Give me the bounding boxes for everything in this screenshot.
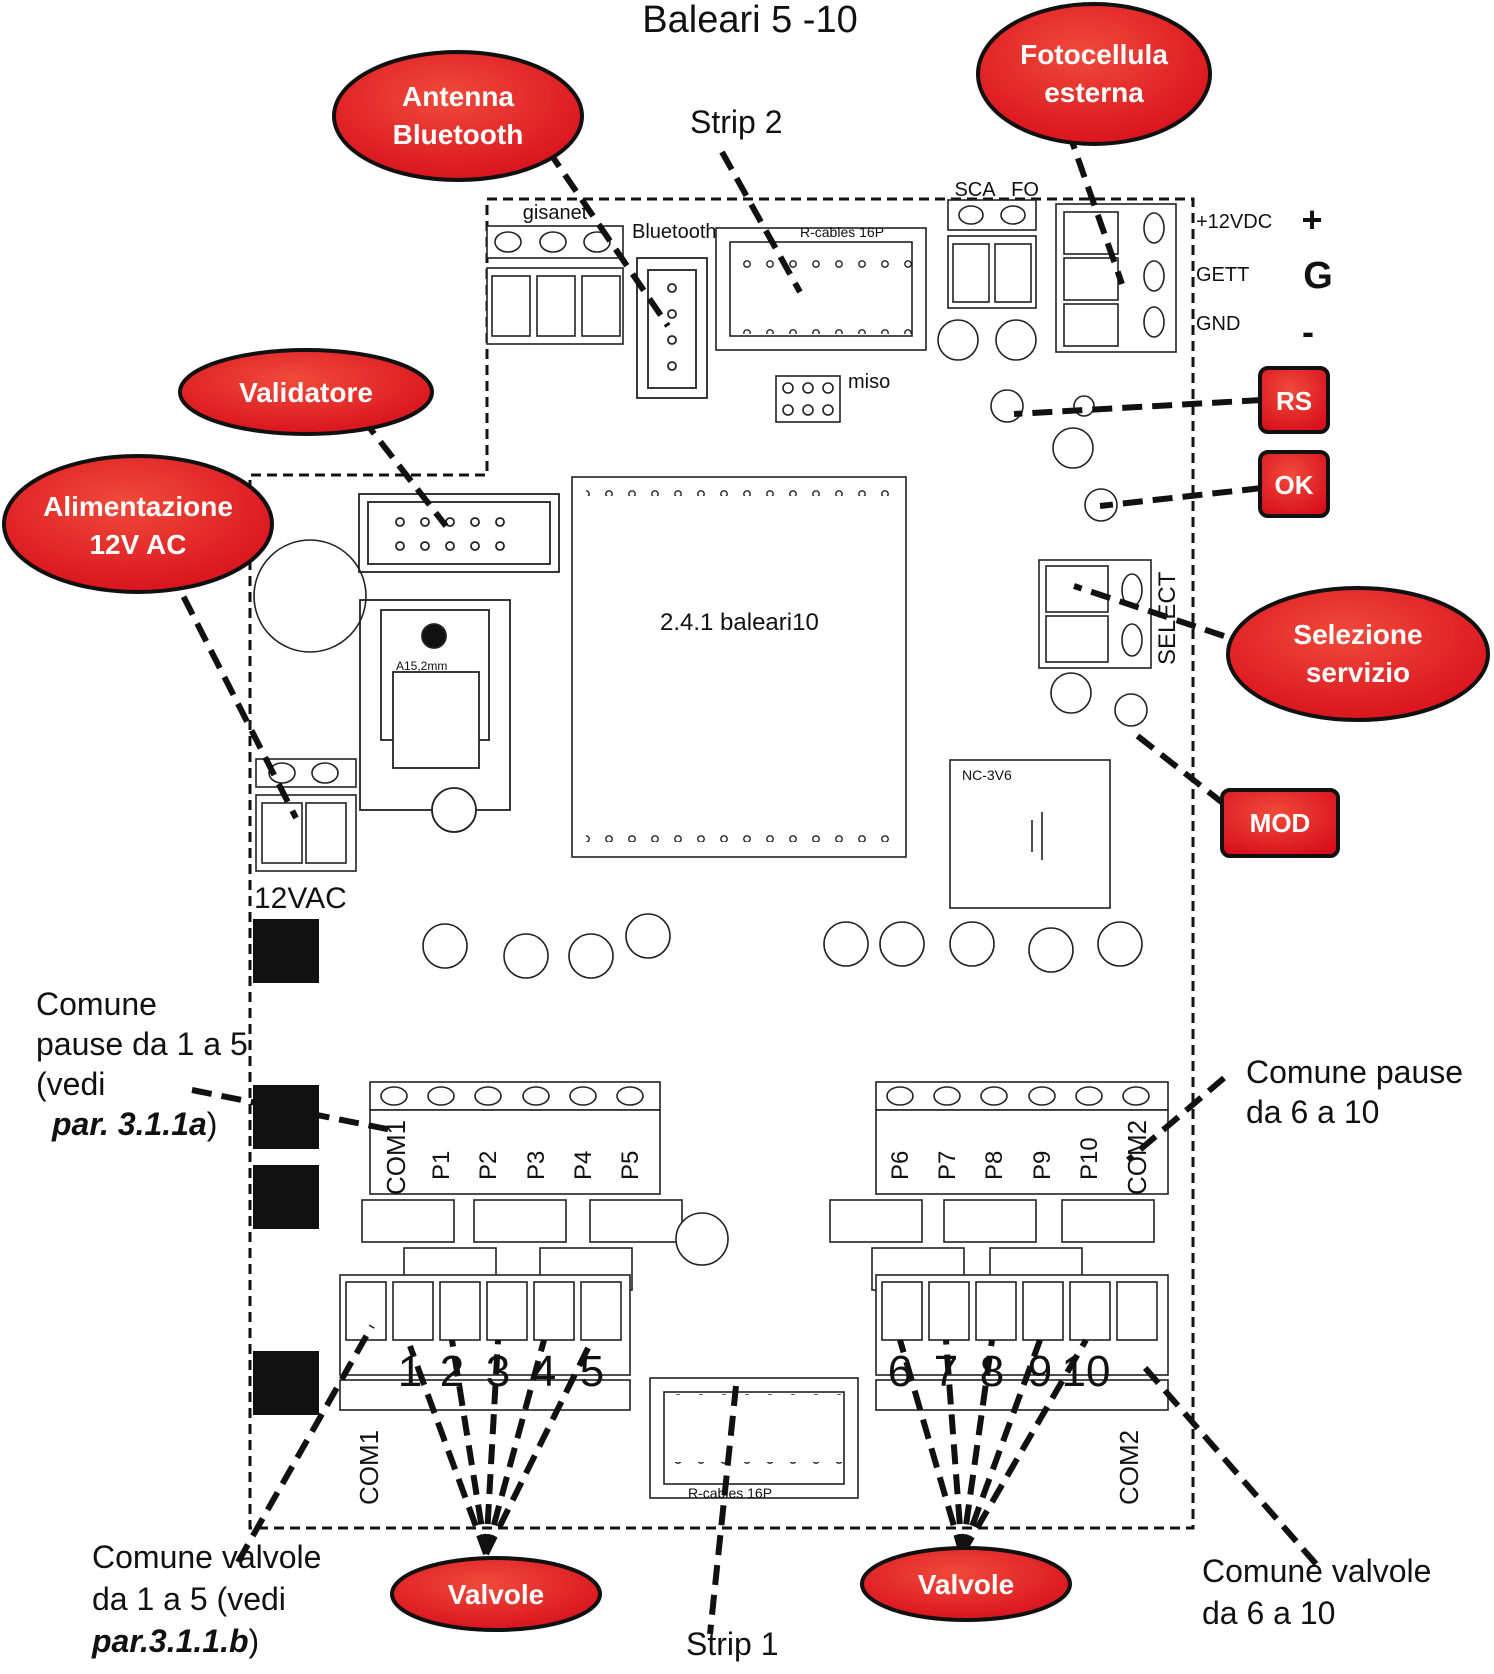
pause-terminal-left	[369, 1081, 661, 1195]
callout-valvole-right: Valvole	[860, 1546, 1072, 1622]
svg-text:Validatore: Validatore	[239, 377, 373, 408]
comune-pause-left: Comune pause da 1 a 5 (vedi par. 3.1.1a)	[36, 986, 248, 1142]
pause-label-3: P3	[523, 1151, 550, 1180]
strip2-connector	[715, 227, 927, 351]
pause-labels: P1 P2 P3 P4 P5 P6 P7 P8 P9 P10	[428, 1137, 1103, 1180]
sca-label: SCA	[954, 179, 996, 201]
valve-terminal-left	[339, 1274, 631, 1411]
callout-mod: MOD	[1220, 788, 1340, 858]
svg-text:Valvole: Valvole	[918, 1569, 1015, 1600]
fuses-left	[253, 919, 319, 1415]
pause-label-10: P10	[1076, 1137, 1103, 1180]
regulator	[359, 599, 511, 833]
capacitor-large	[253, 539, 367, 653]
pause-label-1: P1	[428, 1151, 455, 1180]
bluetooth-connector	[636, 257, 708, 399]
gett-label: GETT	[1196, 264, 1249, 286]
minus-symbol: -	[1302, 311, 1314, 352]
pointer-lines	[167, 129, 1319, 1635]
vac12-terminal	[255, 758, 357, 872]
callout-alimentazione: Alimentazione 12V AC	[2, 454, 274, 594]
v12dc-label: +12VDC	[1196, 211, 1272, 233]
callout-fotocellula: Fotocellula esterna	[976, 2, 1212, 146]
pause-label-2: P2	[475, 1151, 502, 1180]
vac12-label: 12VAC	[254, 882, 347, 915]
pause-label-4: P4	[570, 1151, 597, 1180]
middle-connectors	[361, 1199, 1155, 1291]
valve-terminal-right	[875, 1274, 1169, 1411]
fo-label: FO	[1011, 179, 1039, 201]
com1-bottom-label: COM1	[354, 1430, 384, 1505]
strip1-label: Strip 1	[686, 1626, 779, 1662]
a152-label: A15,2mm	[396, 659, 447, 673]
pause-label-6: P6	[887, 1151, 914, 1180]
callout-valvole-left: Valvole	[390, 1556, 602, 1632]
g-symbol: G	[1303, 255, 1333, 297]
pause-label-7: P7	[934, 1151, 961, 1180]
strip2-label: Strip 2	[690, 104, 783, 140]
svg-text:MOD: MOD	[1250, 808, 1311, 838]
svg-text:Selezione: Selezione	[1293, 619, 1422, 650]
callout-selezione: Selezione servizio	[1226, 586, 1490, 722]
sca-fo-terminal	[937, 199, 1037, 361]
pause-terminal-right	[875, 1081, 1169, 1195]
battery	[949, 759, 1111, 909]
comune-valvole-left: Comune valvole da 1 a 5 (vedi par.3.1.1.…	[92, 1539, 322, 1659]
svg-text:esterna: esterna	[1044, 77, 1144, 108]
callout-rs: RS	[1258, 366, 1330, 434]
comune-pause-right: Comune pause da 6 a 10	[1246, 1052, 1464, 1132]
callout-ok: OK	[1258, 450, 1330, 518]
gnd-label: GND	[1196, 313, 1240, 335]
select-label: SELECT	[1154, 571, 1181, 665]
svg-text:Bluetooth: Bluetooth	[393, 119, 524, 150]
com2-bottom-label: COM2	[1114, 1430, 1144, 1505]
svg-text:RS: RS	[1276, 386, 1312, 416]
svg-text:Antenna: Antenna	[402, 81, 514, 112]
capacitor-row	[422, 913, 1143, 979]
pause-label-9: P9	[1029, 1151, 1056, 1180]
svg-text:servizio: servizio	[1306, 657, 1410, 688]
svg-text:Alimentazione: Alimentazione	[43, 491, 233, 522]
com1-top-label: COM1	[381, 1120, 411, 1195]
svg-text:Valvole: Valvole	[448, 1579, 545, 1610]
microcontroller	[571, 476, 907, 858]
rcables-top-label: R-cables 16P	[800, 224, 884, 240]
gisanet-terminal	[486, 225, 624, 345]
plus-symbol: +	[1301, 199, 1322, 240]
rcables-bottom-label: R-cables 16P	[688, 1485, 772, 1501]
select-terminal	[1038, 559, 1152, 727]
miso-label: miso	[848, 371, 890, 393]
board-outline	[248, 197, 1195, 1530]
callout-validatore: Validatore	[178, 348, 434, 436]
chip-label: 2.4.1 baleari10	[660, 609, 819, 636]
svg-text:12V AC: 12V AC	[89, 529, 186, 560]
bluetooth-label: Bluetooth	[632, 221, 717, 243]
validatore-connector	[358, 493, 560, 573]
nc3v6-label: NC-3V6	[962, 767, 1012, 783]
power-terminal	[1055, 203, 1177, 353]
callout-antenna: Antenna Bluetooth	[332, 50, 584, 182]
pause-label-5: P5	[617, 1151, 644, 1180]
gisanet-label: gisanet	[523, 202, 588, 224]
pause-label-8: P8	[981, 1151, 1008, 1180]
svg-text:OK: OK	[1275, 470, 1314, 500]
svg-text:Fotocellula: Fotocellula	[1020, 39, 1168, 70]
comune-valvole-right: Comune valvole da 6 a 10	[1202, 1553, 1432, 1631]
miso-header	[775, 375, 841, 423]
strip1-connector	[649, 1377, 859, 1499]
diagram-title: Baleari 5 -10	[642, 0, 857, 41]
